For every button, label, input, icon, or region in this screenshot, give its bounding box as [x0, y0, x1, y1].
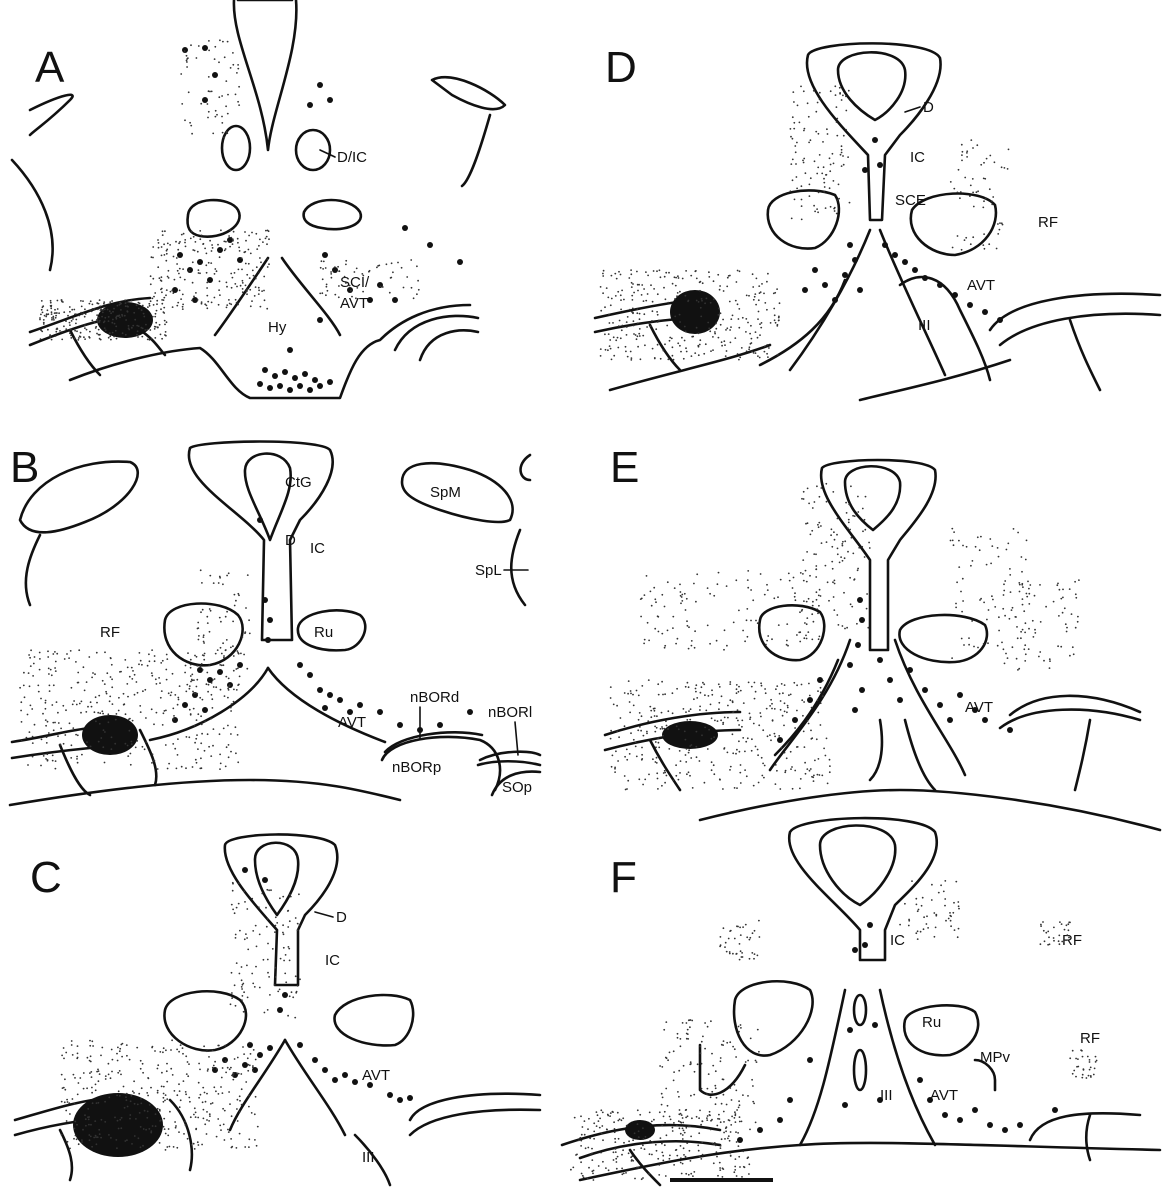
dense-nucleus-a: [97, 302, 153, 338]
label-ru-b: Ru: [314, 624, 333, 641]
dense-nucleus-c: [73, 1093, 163, 1157]
label-iii-d: III: [918, 317, 931, 334]
label-avt-b: AVT: [338, 714, 366, 731]
label-avt-f: AVT: [930, 1087, 958, 1104]
label-hy: Hy: [268, 319, 287, 336]
label-iii-f: III: [880, 1087, 893, 1104]
label-ic-b: IC: [310, 540, 325, 557]
label-d-c: D: [336, 909, 347, 926]
label-d-b: D: [285, 532, 296, 549]
label-sop: SOp: [502, 779, 532, 796]
label-rf-d: RF: [1038, 214, 1058, 231]
label-ctg: CtG: [285, 474, 312, 491]
label-nbord: nBORd: [410, 689, 459, 706]
label-d-d: D: [923, 99, 934, 116]
label-ic-f: IC: [890, 932, 905, 949]
label-avt-e: AVT: [965, 699, 993, 716]
panel-letter-a: A: [35, 43, 65, 92]
label-ru-f: Ru: [922, 1014, 941, 1031]
panel-letter-d: D: [605, 43, 637, 92]
panel-letter-c: C: [30, 853, 62, 902]
label-avt-d: AVT: [967, 277, 995, 294]
label-nborp: nBORp: [392, 759, 441, 776]
label-ic-d: IC: [910, 149, 925, 166]
label-spl: SpL: [475, 562, 502, 579]
label-rf-f-top: RF: [1062, 932, 1082, 949]
label-nborl: nBORl: [488, 704, 532, 721]
dense-nucleus-f: [625, 1120, 655, 1140]
label-iii-c: III: [362, 1149, 375, 1166]
label-mpv: MPv: [980, 1049, 1011, 1066]
panel-letter-e: E: [610, 443, 639, 492]
label-rf-f-right: RF: [1080, 1030, 1100, 1047]
dense-nucleus-b: [82, 715, 138, 755]
label-rf-b: RF: [100, 624, 120, 641]
label-ic-c: IC: [325, 952, 340, 969]
label-avt-c: AVT: [362, 1067, 390, 1084]
label-spm: SpM: [430, 484, 461, 501]
label-sce: SCE: [895, 192, 926, 209]
panel-letter-b: B: [10, 443, 39, 492]
dense-nucleus-e: [662, 721, 718, 749]
label-d-ic: D/IC: [337, 149, 367, 166]
label-avt-a: AVT: [340, 295, 368, 312]
panel-letter-f: F: [610, 853, 637, 902]
